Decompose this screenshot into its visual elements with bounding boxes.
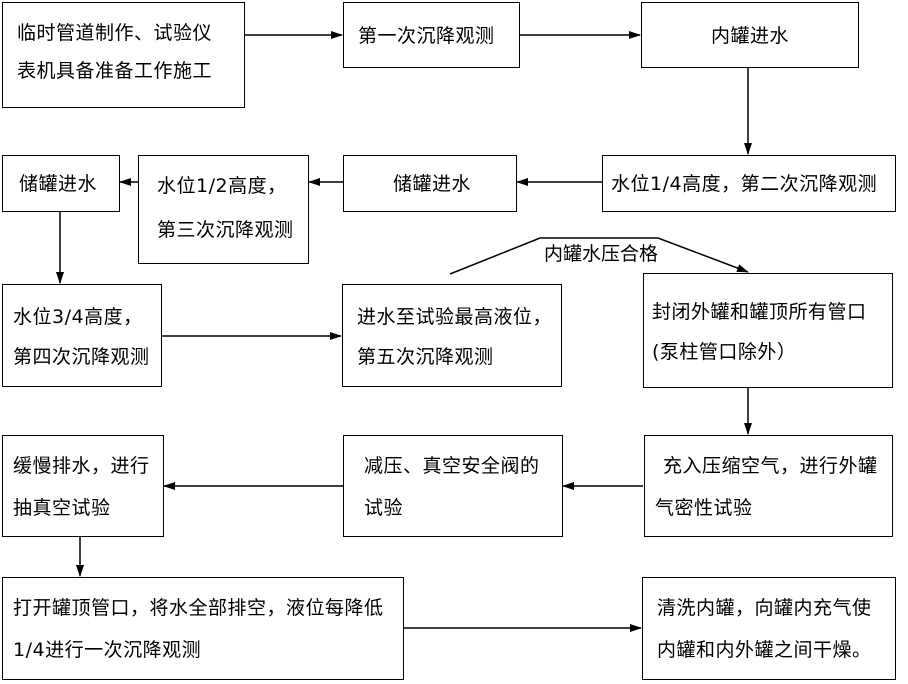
- node-text: 第三次沉降观测: [157, 219, 294, 241]
- node-text: (泵柱管口除外）: [652, 341, 797, 363]
- node-text: 第一次沉降观测: [358, 25, 495, 47]
- node-drain-and-settlement: 打开罐顶管口，将水全部排空，液位每降低 1/4进行一次沉降观测: [2, 577, 404, 680]
- node-text: 封闭外罐和罐顶所有管口: [652, 301, 867, 323]
- node-text: 打开罐顶管口，将水全部排空，液位每降低: [13, 597, 384, 619]
- pressure-test-passed-label: 内罐水压合格: [540, 242, 663, 266]
- node-tank-fill-a: 储罐进水: [343, 155, 517, 212]
- node-text: 水位1/4高度，第二次沉降观测: [611, 173, 878, 195]
- node-text: 进水至试验最高液位，: [357, 306, 553, 328]
- node-text: 储罐进水: [393, 173, 472, 195]
- node-text: 抽真空试验: [13, 497, 111, 519]
- arrow-n9-n10-pressure-pass: [449, 237, 749, 275]
- node-text: 充入压缩空气，进行外罐: [663, 455, 878, 477]
- node-text: 1/4进行一次沉降观测: [13, 639, 202, 661]
- node-text: 试验: [364, 497, 404, 519]
- node-text: 第五次沉降观测: [357, 346, 494, 368]
- node-quarter-level-second-settlement: 水位1/4高度，第二次沉降观测: [602, 155, 896, 212]
- node-clean-and-dry: 清洗内罐，向罐内充气使 内罐和内外罐之间干燥。: [642, 577, 896, 680]
- node-text: 储罐进水: [19, 173, 98, 195]
- node-temp-pipe-prep: 临时管道制作、试验仪 表机具备准备工作施工: [2, 2, 245, 108]
- node-air-tightness-test: 充入压缩空气，进行外罐 气密性试验: [644, 435, 893, 537]
- node-text: 内罐和内外罐之间干燥。: [657, 639, 872, 661]
- node-text: 水位3/4高度，: [13, 306, 143, 328]
- node-text: 第四次沉降观测: [13, 346, 150, 368]
- node-three-quarter-fourth-settlement: 水位3/4高度， 第四次沉降观测: [2, 284, 162, 387]
- node-relief-vacuum-valve-test: 减压、真空安全阀的 试验: [343, 435, 563, 537]
- node-text: 减压、真空安全阀的: [364, 455, 540, 477]
- node-tank-fill-b: 储罐进水: [2, 155, 120, 212]
- node-inner-tank-fill: 内罐进水: [641, 2, 859, 68]
- node-slow-drain-vacuum-test: 缓慢排水，进行 抽真空试验: [2, 435, 164, 537]
- node-half-level-third-settlement: 水位1/2高度， 第三次沉降观测: [138, 155, 309, 264]
- node-first-settlement: 第一次沉降观测: [343, 2, 520, 68]
- node-text: 气密性试验: [655, 497, 753, 519]
- node-text: 表机具备准备工作施工: [17, 60, 213, 82]
- node-text: 清洗内罐，向罐内充气使: [657, 597, 872, 619]
- node-max-level-fifth-settlement: 进水至试验最高液位， 第五次沉降观测: [342, 284, 562, 387]
- node-text: 内罐进水: [711, 25, 790, 47]
- node-seal-outer-tank-nozzles: 封闭外罐和罐顶所有管口 (泵柱管口除外）: [643, 273, 893, 388]
- node-text: 临时管道制作、试验仪: [17, 22, 213, 44]
- node-text: 水位1/2高度，: [157, 175, 287, 197]
- node-text: 缓慢排水，进行: [13, 455, 150, 477]
